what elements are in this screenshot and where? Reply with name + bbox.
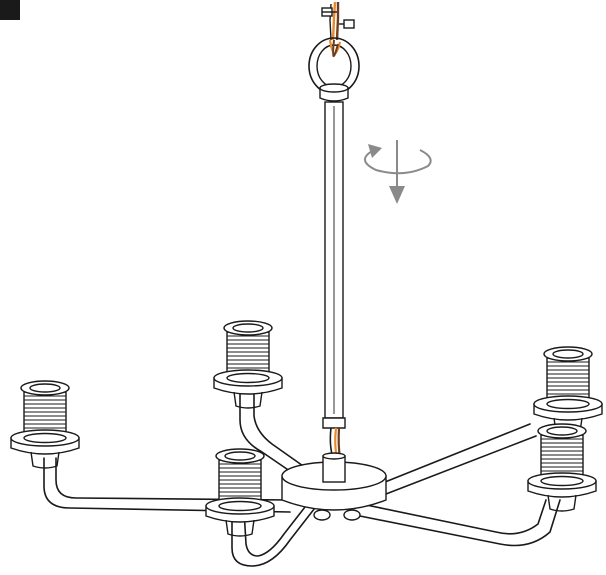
suspension-ring <box>308 37 360 102</box>
socket-left <box>10 380 80 469</box>
center-hub <box>281 452 387 521</box>
socket-front-center <box>205 448 275 537</box>
down-rod <box>322 101 346 459</box>
supply-wires <box>321 1 355 41</box>
socket-back-right <box>533 346 603 435</box>
chandelier-arms <box>43 391 561 567</box>
rotate-and-lower-arrow-icon <box>364 140 432 204</box>
socket-back-center <box>213 320 283 409</box>
step-marker <box>0 0 20 20</box>
wire-connector-right <box>343 19 355 29</box>
socket-front-right <box>527 423 597 512</box>
